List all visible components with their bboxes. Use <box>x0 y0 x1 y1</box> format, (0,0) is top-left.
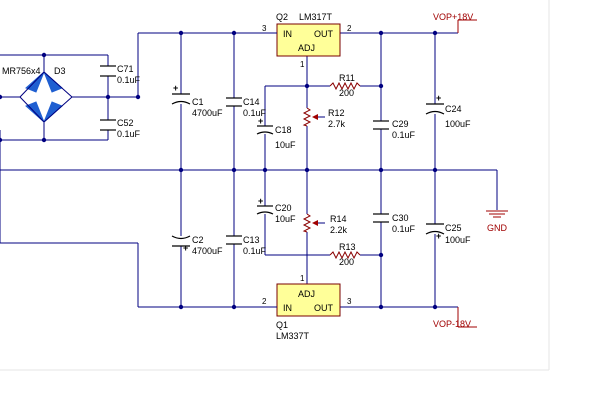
c25-ref: C25 <box>445 223 462 233</box>
r13-ref: R13 <box>339 242 356 252</box>
q2-pin1: 1 <box>300 60 305 69</box>
capacitor-c52: C52 0.1uF <box>100 118 141 139</box>
c14-value: 0.1uF <box>243 108 267 118</box>
c29-ref: C29 <box>392 119 409 129</box>
capacitor-c2: + C2 4700uF <box>171 235 223 256</box>
ground-symbol: GND <box>486 210 508 233</box>
capacitor-c29: C29 0.1uF <box>373 119 416 140</box>
c20-ref: C20 <box>275 203 292 213</box>
net-vop-positive: VOP+18V <box>433 12 477 33</box>
q2-pin3: 3 <box>262 24 267 33</box>
regulator-q1: 2 3 1 ADJ IN OUT Q1 LM337T <box>262 274 352 341</box>
c2-ref: C2 <box>192 235 204 245</box>
r14-ref: R14 <box>330 214 347 224</box>
q2-out-label: OUT <box>314 29 334 39</box>
c13-value: 0.1uF <box>243 246 267 256</box>
q1-pin2: 2 <box>262 297 267 306</box>
q1-pin3: 3 <box>347 297 352 306</box>
c24-plus: + <box>436 93 441 103</box>
q1-pin1: 1 <box>300 274 305 283</box>
capacitor-c18: + C18 10uF <box>256 116 296 150</box>
gnd-label: GND <box>487 223 508 233</box>
bridge-rectifier-d3: MR756x4 D3 <box>2 66 73 123</box>
r14-value: 2.2k <box>330 225 348 235</box>
c1-plus: + <box>173 83 178 93</box>
q2-in-label: IN <box>283 29 292 39</box>
d3-ref-label: D3 <box>54 66 66 76</box>
net-vop-negative: VOP-18V <box>433 307 477 329</box>
c30-ref: C30 <box>392 213 409 223</box>
q2-pin2: 2 <box>347 24 352 33</box>
c52-ref: C52 <box>117 118 134 128</box>
vop-negative-label: VOP-18V <box>433 319 471 329</box>
c18-value: 10uF <box>275 140 296 150</box>
capacitor-c71: C71 0.1uF <box>100 64 141 85</box>
c20-value: 10uF <box>275 214 296 224</box>
capacitor-c30: C30 0.1uF <box>373 213 416 234</box>
c2-plus: + <box>183 243 188 253</box>
c18-ref: C18 <box>275 125 292 135</box>
c71-ref: C71 <box>117 64 134 74</box>
c13-ref: C13 <box>243 235 260 245</box>
c25-value: 100uF <box>445 235 471 245</box>
capacitor-c13: C13 0.1uF <box>226 235 267 256</box>
regulator-q2: 3 2 1 IN OUT ADJ Q2 LM317T <box>262 12 352 69</box>
vop-positive-label: VOP+18V <box>433 12 473 22</box>
c30-value: 0.1uF <box>392 224 416 234</box>
capacitor-c14: C14 0.1uF <box>226 97 267 118</box>
q2-part: LM317T <box>299 12 333 22</box>
potentiometer-r12: R12 2.7k <box>302 107 346 129</box>
capacitor-c20: + C20 10uF <box>256 196 296 224</box>
c71-value: 0.1uF <box>117 75 141 85</box>
c20-plus: + <box>258 196 263 206</box>
r11-ref: R11 <box>339 73 355 83</box>
q1-out-label: OUT <box>314 303 334 313</box>
wires <box>0 32 498 308</box>
junctions <box>0 30 438 310</box>
r11-value: 200 <box>339 88 354 98</box>
c18-plus: + <box>258 116 263 126</box>
r13-value: 200 <box>339 257 354 267</box>
q2-adj-label: ADJ <box>298 43 315 53</box>
resistor-r13: R13 200 <box>329 242 361 267</box>
c29-value: 0.1uF <box>392 130 416 140</box>
q1-part: LM337T <box>276 331 310 341</box>
resistor-r11: R11 200 <box>329 73 361 98</box>
d3-part-label: MR756x4 <box>2 66 41 76</box>
q1-adj-label: ADJ <box>298 289 315 299</box>
q1-ref: Q1 <box>276 320 288 330</box>
c14-ref: C14 <box>243 97 260 107</box>
capacitor-c1: + C1 4700uF <box>171 83 223 118</box>
q1-in-label: IN <box>283 303 292 313</box>
c2-value: 4700uF <box>192 246 223 256</box>
capacitor-c25: + C25 100uF <box>425 223 471 245</box>
r12-ref: R12 <box>328 108 345 118</box>
c25-plus: + <box>436 231 441 241</box>
c1-value: 4700uF <box>192 108 223 118</box>
r12-value: 2.7k <box>328 119 346 129</box>
c52-value: 0.1uF <box>117 129 141 139</box>
c24-value: 100uF <box>445 119 471 129</box>
c1-ref: C1 <box>192 97 204 107</box>
capacitor-c24: + C24 100uF <box>425 93 471 129</box>
potentiometer-r14: R14 2.2k <box>302 213 348 235</box>
q2-ref: Q2 <box>276 12 288 22</box>
c24-ref: C24 <box>445 104 462 114</box>
